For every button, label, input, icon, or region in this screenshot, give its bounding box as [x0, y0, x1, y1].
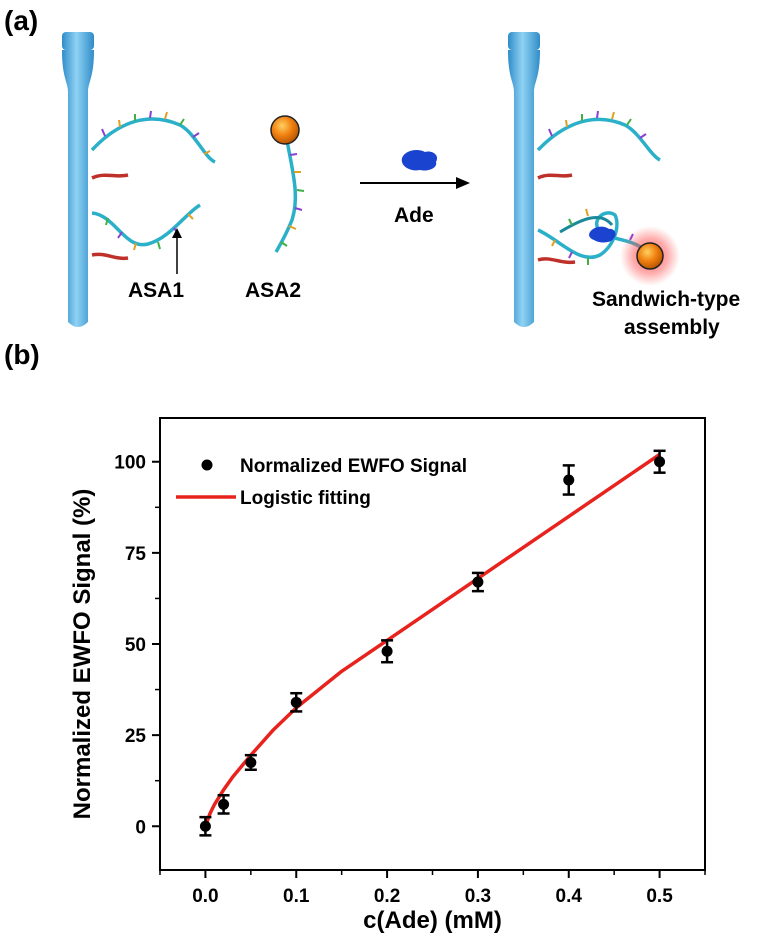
plot-frame [159, 417, 706, 871]
data-points-layer [199, 449, 666, 837]
arrow-label: Ade [394, 204, 434, 227]
data-point [290, 691, 303, 713]
asa1-label: ASA1 [128, 279, 184, 302]
left-optical-fiber [62, 32, 94, 327]
asa2-probe [270, 115, 305, 253]
x-tick-label: 0.3 [465, 886, 491, 907]
right-optical-fiber [508, 32, 540, 327]
x-axis-ticks: 0.0 0.1 0.2 0.3 0.4 0.5 [159, 870, 706, 907]
data-point [653, 449, 666, 474]
fit-curve-layer [203, 453, 661, 827]
asa2-label: ASA2 [245, 279, 301, 302]
y-tick-label: 25 [125, 726, 147, 747]
calibration-chart: 0.0 0.1 0.2 0.3 0.4 0.5 0 25 50 75 100 Normalized… [69, 417, 706, 934]
legend-label-points: Normalized EWFO Signal [240, 456, 467, 477]
x-axis-label: c(Ade) (mM) [363, 907, 502, 934]
x-tick-label: 0.5 [646, 886, 673, 907]
left-capture-probes [90, 110, 216, 261]
legend-marker-points [201, 459, 213, 471]
logistic-fit-line [203, 453, 661, 827]
asa1-pointer-head [172, 228, 182, 238]
panel-a-label: (a) [4, 5, 38, 36]
data-point [562, 464, 575, 496]
y-tick-label: 100 [114, 453, 146, 474]
y-tick-label: 0 [135, 817, 146, 838]
data-point [471, 571, 484, 593]
sandwich-assembly [536, 110, 680, 286]
reaction-arrow-head [456, 177, 470, 189]
data-point [381, 639, 394, 664]
x-tick-label: 0.2 [374, 886, 400, 907]
data-point [217, 794, 230, 815]
adenine-molecule [401, 150, 438, 171]
y-tick-label: 50 [125, 635, 146, 656]
y-axis-label: Normalized EWFO Signal (%) [69, 489, 96, 820]
panel-a-diagram: (a) [4, 5, 740, 339]
x-tick-label: 0.0 [192, 886, 218, 907]
data-point [244, 753, 257, 772]
asa2-gold-bead [270, 115, 300, 145]
assembly-label-line2: assembly [624, 316, 720, 339]
panel-b-label: (b) [4, 339, 40, 370]
data-point [199, 815, 212, 837]
y-axis-ticks: 0 25 50 75 100 [114, 453, 160, 838]
assembly-label-line1: Sandwich-type [592, 288, 740, 311]
y-tick-label: 75 [125, 544, 147, 565]
legend-label-fit: Logistic fitting [240, 488, 371, 509]
x-tick-label: 0.1 [283, 886, 310, 907]
x-tick-label: 0.4 [556, 886, 583, 907]
assembly-gold-bead [636, 242, 664, 270]
